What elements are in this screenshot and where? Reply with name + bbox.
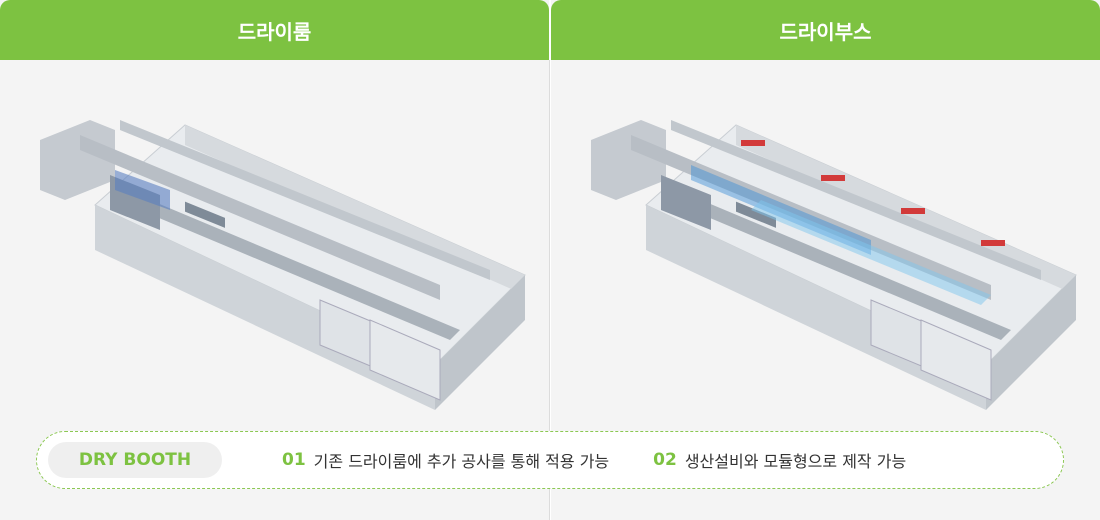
dry-room-illustration [39, 119, 526, 411]
dry-room-header: 드라이룸 [0, 0, 549, 60]
dry-booth-title: 드라이부스 [779, 19, 872, 44]
panel-divider [549, 0, 551, 520]
feature-number: 02 [653, 450, 677, 470]
feature-item: 02 생산설비와 모듈형으로 제작 가능 [653, 448, 906, 472]
feature-number: 01 [282, 450, 306, 470]
dry-booth-info-bar: DRY BOOTH 01 기존 드라이룸에 추가 공사를 통해 적용 가능 02… [36, 431, 1064, 489]
feature-text: 생산설비와 모듈형으로 제작 가능 [684, 452, 907, 471]
feature-text: 기존 드라이룸에 추가 공사를 통해 적용 가능 [313, 452, 610, 471]
feature-item: 01 기존 드라이룸에 추가 공사를 통해 적용 가능 [282, 448, 609, 472]
dry-booth-tag: DRY BOOTH [48, 442, 222, 478]
dry-booth-illustration [590, 119, 1077, 411]
dry-room-title: 드라이룸 [237, 19, 312, 44]
dry-booth-header: 드라이부스 [551, 0, 1100, 60]
